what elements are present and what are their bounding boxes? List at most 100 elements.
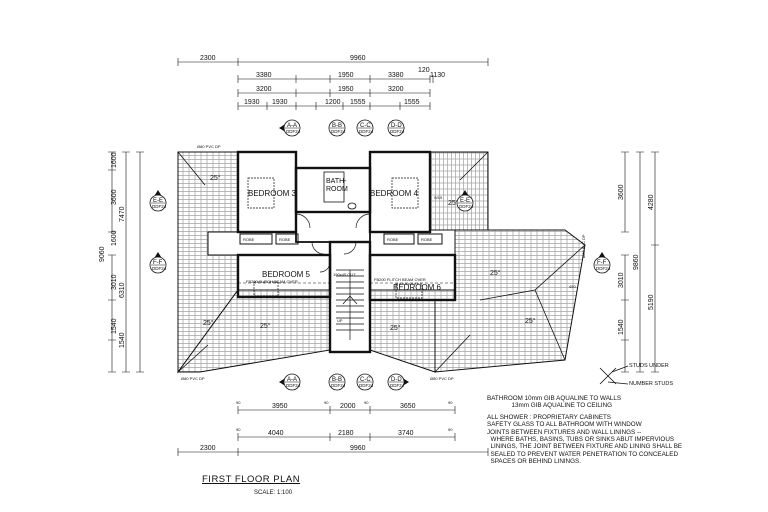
section-marker-dd-bottom: D-D DDF24 xyxy=(387,373,409,391)
dim-left-6: 6310 xyxy=(119,282,126,298)
section-marker-ee-left: E-E DDF24 xyxy=(149,190,167,212)
svg-text:DDF24: DDF24 xyxy=(359,129,374,134)
section-marker-ee-right: E-E DDF24 xyxy=(456,190,474,212)
general-notes: BATHROOM 10mm GIB AQUALINE TO WALLS 13mm… xyxy=(487,395,757,466)
dim-right-4: 3010 xyxy=(618,272,625,288)
stair xyxy=(336,269,364,340)
bed-b6 xyxy=(395,283,423,299)
robe-label-4: ROBE xyxy=(421,237,433,242)
note-line-10: SPACES OR BEHIND LININGS. xyxy=(487,458,582,466)
dim-left-3: 1600 xyxy=(111,230,118,246)
dim-left-8: 1540 xyxy=(111,318,118,334)
section-marker-ff-right: F-F DDF24 xyxy=(593,252,611,274)
svg-text:B-B: B-B xyxy=(332,123,342,129)
section-marker-aa-top: A-A DDF24 xyxy=(279,119,301,137)
svg-text:DDF24: DDF24 xyxy=(331,383,346,388)
svg-text:F-F: F-F xyxy=(597,260,607,266)
svg-text:DDF24: DDF24 xyxy=(152,266,167,271)
robe-b6 xyxy=(417,233,443,245)
pvc-dp-right: Ø80 PVC DP xyxy=(581,234,586,258)
dim-top-4: 1950 xyxy=(338,72,354,79)
bath-tub xyxy=(323,171,345,203)
stair-up-label: UP xyxy=(337,318,343,323)
bed-b3 xyxy=(247,177,275,209)
section-marker-ff-left: F-F DDF24 xyxy=(149,252,167,274)
dim-bottom-4: 4040 xyxy=(268,430,284,437)
pvc-dp-bottom: Ø80 PVC DP xyxy=(181,376,205,381)
svg-text:C-C: C-C xyxy=(360,377,371,383)
dim-bottom-s4: 90 xyxy=(448,400,453,405)
dim-right-2: 4280 xyxy=(648,194,655,210)
dim-top-7: 1130 xyxy=(430,72,445,79)
dim-top-9: 1950 xyxy=(338,86,354,93)
dim-bottom-s3: 90 xyxy=(364,400,369,405)
svg-text:DDF24: DDF24 xyxy=(390,383,405,388)
note-line-4: ALL SHOWER : PROPRIETARY CABINETS xyxy=(487,413,611,421)
studs-under-symbol xyxy=(599,367,617,385)
section-marker-cc-bottom: C-C DDF24 xyxy=(356,373,374,391)
pvc-dp-top: Ø80 PVC DP xyxy=(197,144,221,149)
drawing-title: FIRST FLOOR PLAN xyxy=(202,474,301,485)
room-label-bedroom6: BEDROOM 6 xyxy=(393,283,442,292)
svg-text:DDF24: DDF24 xyxy=(390,129,405,134)
section-marker-aa-bottom: A-A DDF24 xyxy=(279,373,301,391)
slope-label-3: 25° xyxy=(390,324,401,332)
room-label-bedroom3: BEDROOM 3 xyxy=(248,189,297,198)
legend-symbols xyxy=(599,365,629,385)
roof-right-upper xyxy=(429,151,489,231)
slope-label-4: 25° xyxy=(490,269,501,277)
right-dimensions xyxy=(621,151,659,373)
pvc-dp-bottom-right: Ø80 PVC DP xyxy=(430,376,454,381)
dim-top-1: 2300 xyxy=(200,55,216,62)
window-label: W15 xyxy=(434,195,443,200)
note-line-9: SEALED TO PREVENT WATER PENETRATION TO C… xyxy=(487,450,679,458)
note-line-1: BATHROOM 10mm GIB AQUALINE TO WALLS xyxy=(487,395,622,402)
dim-left-1: 1600 xyxy=(111,152,118,168)
toilet xyxy=(347,202,357,210)
section-marker-bb-bottom: B-B DDF24 xyxy=(328,373,346,391)
slope-label-5: 25° xyxy=(525,317,536,325)
room-label-bedroom4: BEDROOM 4 xyxy=(370,189,419,198)
robe-b5 xyxy=(275,233,299,245)
svg-text:E-E: E-E xyxy=(460,198,470,204)
slope-label-7: 25° xyxy=(448,199,459,207)
dim-top-5: 3380 xyxy=(388,72,404,79)
robe-label-1: ROBE xyxy=(243,237,255,242)
note-line-7: WHERE BATHS, BASINS, TUBS OR SINKS ABUT … xyxy=(487,436,675,444)
svg-text:A-A: A-A xyxy=(287,123,297,129)
svg-text:D-D: D-D xyxy=(391,123,402,129)
svg-text:DDF24: DDF24 xyxy=(331,129,346,134)
legend-number-studs: NUMBER STUDS xyxy=(629,381,674,387)
dim-top-14: 1555 xyxy=(350,99,366,106)
dim-top-3: 3380 xyxy=(256,72,272,79)
hall-walls xyxy=(295,211,371,243)
bed-b4 xyxy=(391,177,419,209)
svg-text:D-D: D-D xyxy=(391,377,402,383)
dim-top-10: 3200 xyxy=(388,86,404,93)
svg-text:E-E: E-E xyxy=(153,198,163,204)
section-marker-bb-top: B-B DDF24 xyxy=(328,119,346,137)
note-line-8: LININGS, THE JOINT BETWEEN FIXTURE AND L… xyxy=(487,443,683,451)
robe-b4 xyxy=(383,233,415,245)
room-label-bath: BATH- xyxy=(326,178,347,185)
dim-right-5: 5190 xyxy=(648,294,655,310)
dim-left-9: 1540 xyxy=(119,332,126,348)
dim-left-5: 9060 xyxy=(99,246,106,262)
section-marker-dd-top: D-D DDF24 xyxy=(387,119,405,137)
bed-b5 xyxy=(253,281,279,297)
dim-left-7: 3010 xyxy=(111,274,118,290)
dim-bottom-1: 3950 xyxy=(272,403,288,410)
dim-bottom-7: 2300 xyxy=(200,445,216,452)
lintel-label: 190x45 OUT xyxy=(333,272,356,277)
note-line-6: JOINTS BETWEEN FIXTURES AND WALL LININGS… xyxy=(487,428,642,436)
dim-right-7: 450 xyxy=(569,284,576,289)
flitch-label-1: FB200 FLITCH BEAM OVER xyxy=(246,279,298,284)
svg-text:DDF24: DDF24 xyxy=(459,204,474,209)
dim-bottom-6: 3740 xyxy=(398,430,414,437)
dim-bottom-s6: 90 xyxy=(448,427,453,432)
dim-top-8: 3200 xyxy=(256,86,272,93)
slope-label-2: 25° xyxy=(260,322,271,330)
section-marker-cc-top: C-C DDF24 xyxy=(356,119,374,137)
dim-right-6: 1540 xyxy=(618,319,625,335)
